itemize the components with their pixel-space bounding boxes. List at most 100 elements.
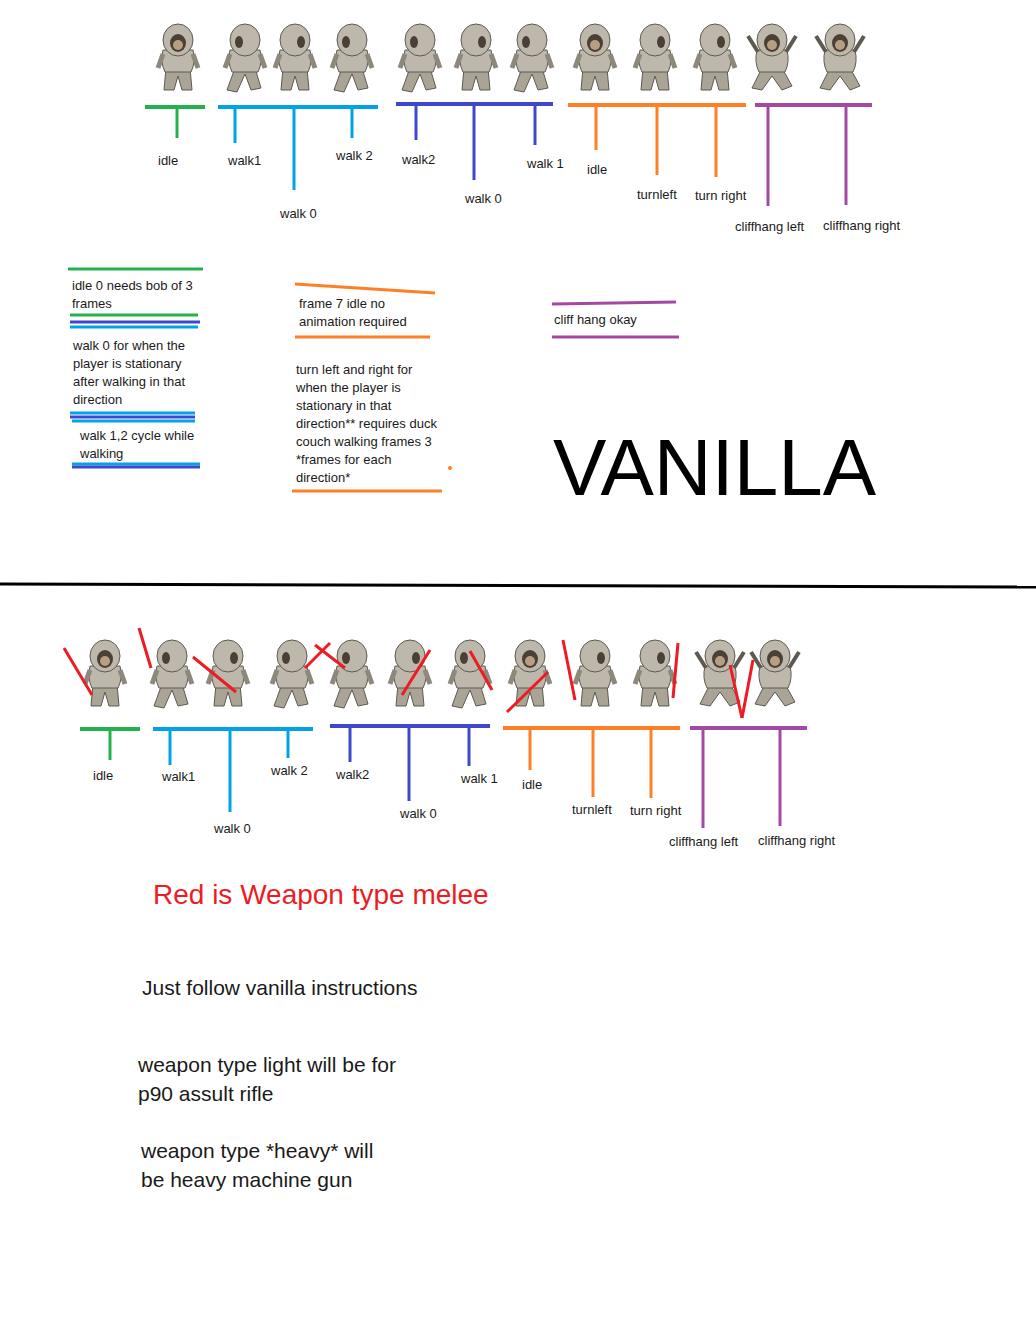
note-underline (295, 336, 430, 339)
sprite-hood (580, 640, 610, 672)
sprite-face (282, 652, 290, 664)
sprite-face (712, 650, 728, 668)
sprite-hood (157, 640, 187, 672)
frame-label: walk1 (228, 152, 261, 170)
bracket-tick (293, 107, 296, 190)
frame-bracket (503, 728, 680, 798)
note-underline (295, 284, 435, 293)
frame-label: idle (522, 776, 542, 794)
note-text: weapon type *heavy* will be heavy machin… (141, 1136, 381, 1194)
frame-label: turn right (695, 187, 746, 205)
character-sprite (225, 24, 265, 92)
bracket-tick (595, 105, 598, 150)
bracket-tick (234, 107, 237, 143)
note-underline (72, 463, 200, 466)
frame-bracket (153, 729, 313, 758)
frame-label: Just follow vanilla instructions (142, 974, 417, 1002)
sprite-face (342, 652, 350, 664)
frame-label: cliffhang left (735, 218, 804, 236)
note-underline (70, 314, 198, 317)
sprite-face (715, 656, 725, 666)
sprite-face (170, 34, 186, 52)
frame-bracket (145, 107, 205, 138)
sprite-face (764, 34, 780, 52)
sprite-hood (580, 24, 610, 56)
character-sprite (575, 640, 615, 706)
melee-weapon (742, 660, 753, 718)
character-sprite (390, 640, 430, 706)
sprite-hood (213, 640, 243, 672)
sprite-hood (461, 24, 491, 56)
bracket-bar (755, 103, 872, 107)
sprite-hood (280, 24, 310, 56)
frame-bracket (330, 726, 490, 801)
sprite-face (835, 40, 845, 50)
frame-label: cliffhang right (823, 217, 900, 235)
bracket-tick (767, 105, 770, 206)
frame-bracket (153, 729, 313, 812)
frame-label: walk 2 (336, 147, 373, 165)
frame-label: walk 0 (465, 190, 502, 208)
sprite-face (767, 40, 777, 50)
character-sprite (748, 24, 796, 90)
bracket-tick (287, 729, 290, 758)
character-sprite (635, 24, 675, 90)
frame-label: walk 0 (214, 820, 251, 838)
note-text: turn left and right for when the player … (296, 361, 446, 487)
melee-weapon (402, 650, 430, 695)
sprite-face (297, 36, 305, 48)
note-underline (70, 416, 195, 419)
note-underline (72, 466, 200, 469)
sprite-face (657, 652, 665, 664)
sprite-hood (515, 640, 545, 672)
character-sprite (456, 24, 496, 90)
bracket-tick (349, 726, 352, 762)
sprite-hood (230, 24, 260, 56)
bracket-tick (845, 105, 848, 205)
frame-label: turnleft (572, 801, 612, 819)
character-sprite (400, 24, 440, 92)
note-text: walk 0 for when the player is stationary… (73, 337, 205, 409)
bracket-tick (351, 107, 354, 138)
character-sprite (751, 640, 799, 706)
character-sprite (275, 24, 315, 90)
frame-label: walk1 (162, 768, 195, 786)
bracket-bar (690, 726, 807, 730)
character-sprite (512, 24, 552, 92)
sprite-face (235, 36, 243, 48)
sprite-face (162, 652, 170, 664)
sprite-face (590, 40, 600, 50)
frame-label: walk2 (402, 151, 435, 169)
melee-weapon (315, 645, 345, 668)
watermark-title: VANILLA (553, 420, 876, 516)
note-underline (552, 336, 679, 339)
bracket-tick (176, 107, 179, 138)
bracket-tick (534, 104, 537, 145)
note-underline (552, 302, 676, 304)
character-sprite (510, 640, 550, 706)
sprite-face (525, 656, 535, 666)
bracket-tick (408, 726, 411, 801)
melee-weapon (730, 665, 742, 718)
bracket-tick (650, 728, 653, 798)
character-sprite (816, 24, 864, 90)
sprite-face (412, 652, 420, 664)
sprite-face (832, 34, 848, 52)
sprite-face (97, 650, 113, 668)
melee-weapon (193, 657, 236, 692)
bracket-tick (779, 728, 782, 826)
character-sprite (272, 640, 312, 708)
bracket-tick (468, 726, 471, 766)
melee-weapon (470, 651, 492, 690)
frame-label: turn right (630, 802, 681, 820)
sprite-hood (90, 640, 120, 672)
bracket-bar (218, 105, 378, 109)
character-sprite (158, 24, 198, 90)
sprite-face (522, 36, 530, 48)
bracket-tick (109, 729, 112, 760)
character-sprite (575, 24, 615, 90)
melee-weapon (563, 640, 575, 700)
frame-label: walk 0 (400, 805, 437, 823)
